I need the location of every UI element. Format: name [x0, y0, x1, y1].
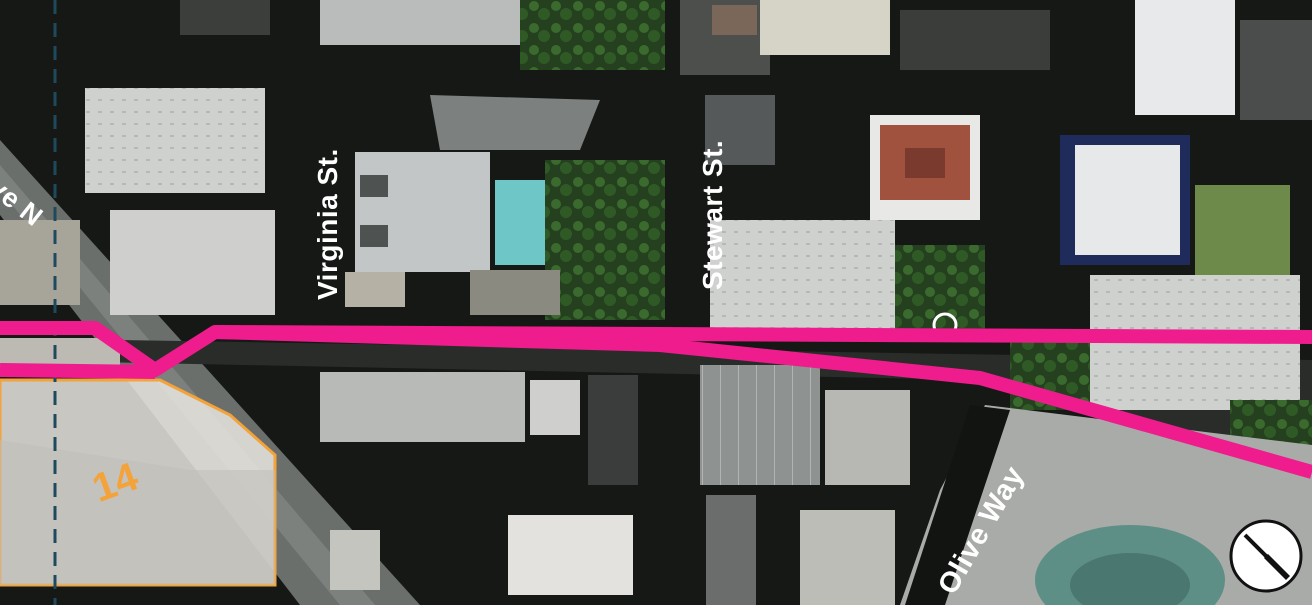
site-number-marker: 14 [87, 454, 144, 510]
diagonal-avenue [0, 140, 420, 605]
plaza-trees [545, 160, 665, 320]
building [710, 220, 895, 330]
site-number-text: 14 [87, 454, 144, 510]
building [320, 372, 525, 442]
route-line-main [214, 325, 1312, 479]
parking-lot [700, 365, 820, 485]
glass-atrium [495, 180, 545, 265]
roof-unit [360, 225, 388, 247]
street-label-virginia: Virginia St. [312, 148, 343, 300]
building [530, 380, 580, 435]
building [706, 495, 756, 605]
building [705, 95, 775, 165]
building [900, 10, 1050, 70]
glass-dome-inner [1070, 553, 1190, 605]
horizontal-street [0, 338, 1312, 460]
street-label-stewart: Stewart St. [697, 139, 728, 290]
roof-detail [905, 148, 945, 178]
building [85, 88, 265, 193]
building [430, 95, 600, 150]
avenue-median [0, 165, 375, 605]
roof-unit [360, 175, 388, 197]
site-shadow [0, 440, 275, 585]
building [800, 510, 895, 605]
olive-way-road [905, 405, 1010, 605]
building [0, 220, 80, 305]
park-trees [895, 245, 985, 335]
building [355, 152, 490, 272]
building [712, 5, 757, 35]
building [760, 0, 890, 55]
building [1135, 0, 1235, 115]
building [825, 390, 910, 485]
tree-canopy [520, 0, 665, 70]
building [508, 515, 633, 595]
building [320, 0, 520, 45]
route-line-lower [0, 363, 156, 379]
building [330, 530, 380, 590]
compass-needle-icon [1229, 519, 1303, 593]
building [1240, 20, 1312, 120]
building [110, 210, 275, 315]
plaza [470, 270, 560, 315]
building [588, 375, 638, 485]
building [345, 272, 405, 307]
building-strip [0, 338, 120, 368]
building [180, 0, 270, 35]
building [1075, 145, 1180, 255]
